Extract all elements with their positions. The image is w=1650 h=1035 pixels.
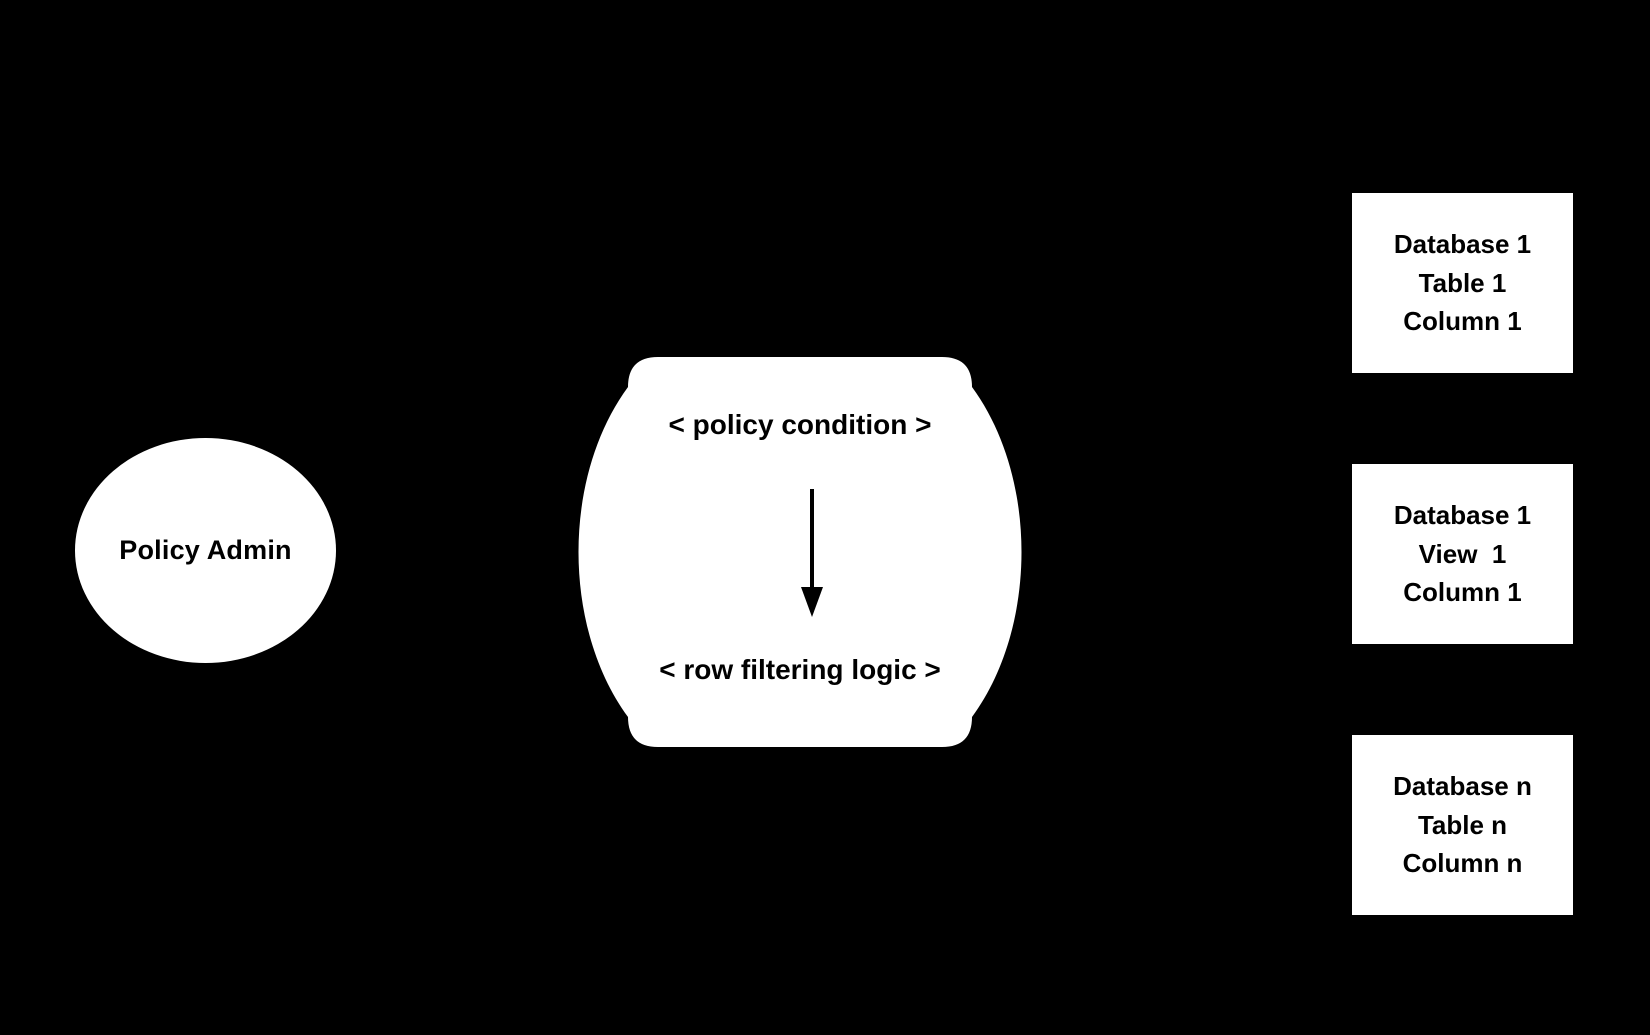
policy-cylinder-node[interactable]: < policy condition > < row filtering log…	[568, 357, 1032, 747]
resource-line: Database 1	[1393, 229, 1532, 260]
policy-condition-label: < policy condition >	[668, 409, 932, 440]
resource-box-database-1-view-1[interactable]: Database 1 View 1 Column 1	[1352, 464, 1573, 644]
resource-box-database-n-table-n[interactable]: Database n Table n Column n	[1352, 735, 1573, 915]
resource-line: Column 1	[1403, 306, 1522, 337]
resource-line: Table n	[1417, 809, 1508, 840]
cylinder-shape-icon	[568, 357, 1032, 747]
policy-admin-node[interactable]: Policy Admin	[75, 438, 336, 663]
resource-line: Column 1	[1403, 577, 1522, 608]
row-filtering-logic-label: < row filtering logic >	[659, 654, 941, 685]
down-arrow-icon	[800, 489, 824, 619]
resource-box-database-1-table-1[interactable]: Database 1 Table 1 Column 1	[1352, 193, 1573, 373]
resource-line: Table 1	[1418, 267, 1507, 298]
resource-line: View 1	[1418, 538, 1507, 569]
resource-line: Database 1	[1393, 500, 1532, 531]
resource-line: Database n	[1393, 771, 1532, 802]
policy-admin-label: Policy Admin	[119, 535, 292, 565]
resource-line: Column n	[1402, 848, 1523, 879]
